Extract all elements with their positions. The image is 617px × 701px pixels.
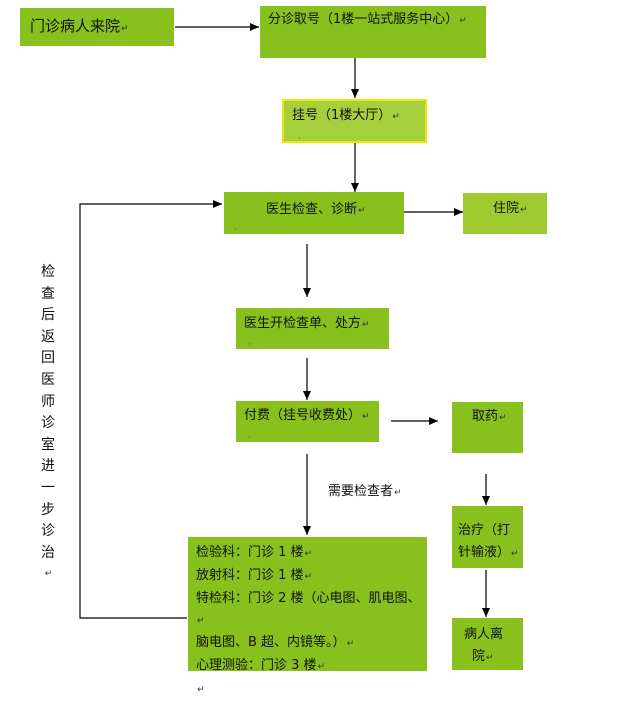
node-doctor-exam-label: 医生检查、诊断 xyxy=(266,202,358,217)
return-mark: ↵ xyxy=(346,639,355,649)
return-note-char: 进 xyxy=(41,458,55,475)
return-mark: ↵ xyxy=(358,206,366,216)
label-needs-exam: 需要检查者↵ xyxy=(328,480,402,499)
node-treatment: 治疗（打 针输液）↵ xyxy=(452,506,523,568)
dot-mark: · xyxy=(234,225,237,235)
return-note-char: 诊 xyxy=(41,415,55,432)
return-mark: ↵ xyxy=(304,572,313,582)
arrow-return-loop xyxy=(79,200,222,619)
return-loop-note: 检 查 后 返 回 医 师 诊 室 进 一 步 诊 治 ↵ xyxy=(38,262,58,586)
return-mark: ↵ xyxy=(121,24,129,34)
return-mark: ↵ xyxy=(520,205,528,215)
node-treatment-label-line2: 针输液） xyxy=(458,545,511,560)
return-mark: ↵ xyxy=(499,413,507,423)
node-order-label: 医生开检查单、处方 xyxy=(244,316,362,331)
exam-line-psych-text: 心理测验：门诊 3 楼 xyxy=(196,658,317,673)
dot-mark: · xyxy=(248,433,251,443)
return-mark: ↵ xyxy=(459,16,467,26)
return-mark: ↵ xyxy=(44,569,53,580)
return-mark: ↵ xyxy=(317,662,326,672)
flow-connectors xyxy=(79,23,490,619)
return-note-char: 医 xyxy=(41,371,55,388)
node-outpatient-arrival: 门诊病人来院↵ xyxy=(20,8,174,46)
return-note-char: 诊 xyxy=(41,523,55,540)
return-mark: ↵ xyxy=(197,685,205,695)
exam-line-special-cont: 脑电图、B 超、内镜等。）↵ xyxy=(196,632,427,655)
label-needs-exam-text: 需要检查者 xyxy=(328,484,394,499)
exam-line-radiology: 放射科：门诊 1 楼↵ xyxy=(196,565,427,588)
node-hospitalization: 住院↵ xyxy=(463,193,547,234)
node-triage: 分诊取号（1楼一站式服务中心）↵ xyxy=(260,6,486,58)
return-note-char: 回 xyxy=(41,350,55,367)
node-get-medicine-label: 取药 xyxy=(472,409,499,424)
node-doctor-exam: 医生检查、诊断↵ · xyxy=(224,192,404,235)
node-patient-leave-label-line2: 院 xyxy=(472,649,486,664)
return-note-char: 步 xyxy=(41,501,55,518)
dot-mark: · xyxy=(298,134,301,144)
node-patient-leave: 病人离 院↵ xyxy=(452,618,523,670)
node-hospitalization-label: 住院 xyxy=(493,201,520,216)
node-get-medicine: 取药↵ xyxy=(452,402,523,453)
exam-line-radiology-text: 放射科：门诊 1 楼 xyxy=(196,568,304,583)
node-treatment-label-line1: 治疗（打 xyxy=(458,523,511,538)
node-register: 挂号（1楼大厅）↵ · xyxy=(282,99,427,144)
node-payment-label: 付费（挂号收费处） xyxy=(244,408,362,423)
return-note-char: 室 xyxy=(41,436,55,453)
return-note-char: 后 xyxy=(41,307,55,324)
return-note-char: 查 xyxy=(41,285,55,302)
node-exam-departments: 检验科：门诊 1 楼↵ 放射科：门诊 1 楼↵ 特检科：门诊 2 楼（心电图、肌… xyxy=(188,537,427,695)
return-note-char: 一 xyxy=(41,479,55,496)
node-patient-leave-label-line1: 病人离 xyxy=(464,627,504,642)
return-mark: ↵ xyxy=(362,320,370,330)
return-mark: ↵ xyxy=(197,616,205,626)
node-outpatient-arrival-label: 门诊病人来院 xyxy=(30,17,121,35)
exam-line-lab: 检验科：门诊 1 楼↵ xyxy=(196,542,427,565)
return-mark: ↵ xyxy=(304,549,313,559)
dot-mark: · xyxy=(248,340,251,350)
return-note-char: 师 xyxy=(41,393,55,410)
node-triage-label: 分诊取号（1楼一站式服务中心） xyxy=(268,12,459,27)
exam-line-special-text: 特检科：门诊 2 楼（心电图、肌电图、 xyxy=(196,591,421,606)
exam-line-lab-text: 检验科：门诊 1 楼 xyxy=(196,545,304,560)
exam-line-special: 特检科：门诊 2 楼（心电图、肌电图、 ↵ xyxy=(196,588,427,632)
return-mark: ↵ xyxy=(362,412,370,422)
exam-line-special-cont-text: 脑电图、B 超、内镜等。） xyxy=(196,635,346,650)
return-mark: ↵ xyxy=(392,112,400,122)
return-note-char: 返 xyxy=(41,328,55,345)
node-payment: 付费（挂号收费处）↵ · xyxy=(236,401,379,443)
node-order: 医生开检查单、处方↵ · xyxy=(236,308,389,350)
return-mark: ↵ xyxy=(511,549,519,559)
return-mark: ↵ xyxy=(486,653,494,663)
return-note-char: 检 xyxy=(41,264,55,280)
return-mark: ↵ xyxy=(394,488,402,498)
return-note-char: 治 xyxy=(41,544,55,561)
exam-line-psych: 心理测验：门诊 3 楼↵ xyxy=(196,655,427,678)
node-register-label: 挂号（1楼大厅） xyxy=(292,108,392,123)
